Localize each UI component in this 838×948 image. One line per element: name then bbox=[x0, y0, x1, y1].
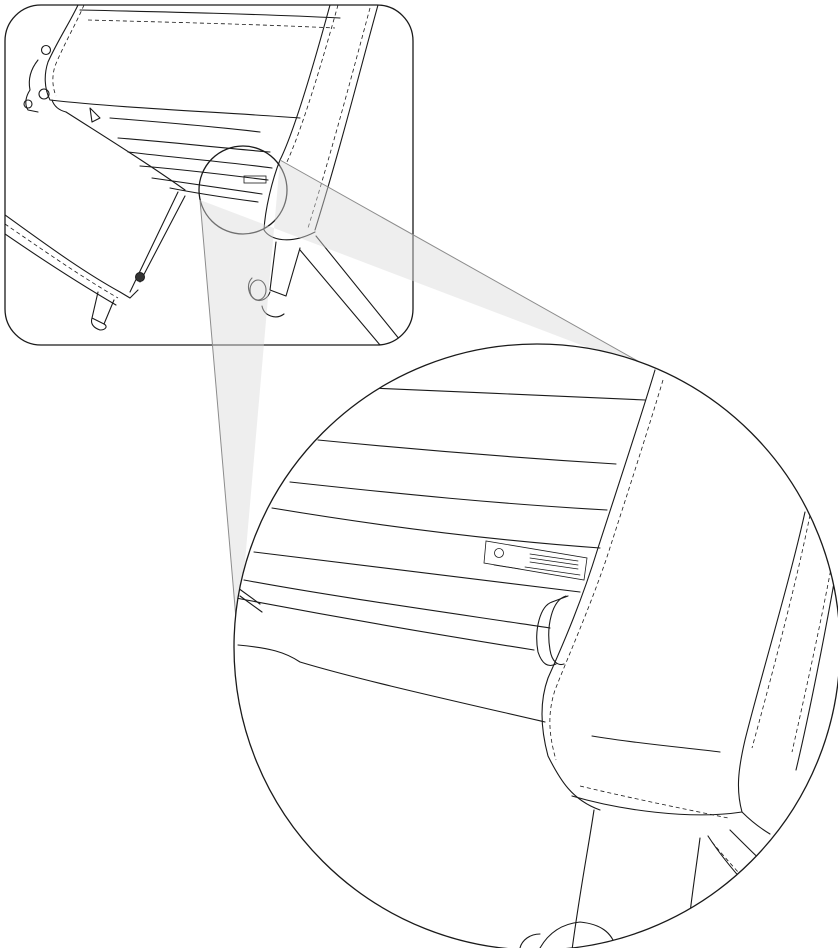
armrest-upright-magnified bbox=[541, 369, 838, 835]
knob-magnified bbox=[539, 921, 617, 948]
armrest-upright bbox=[279, 5, 331, 161]
seat-cushion-front bbox=[44, 5, 301, 119]
pivot-boss bbox=[536, 595, 569, 667]
side-hinge bbox=[25, 59, 39, 113]
slat-2 bbox=[317, 439, 617, 465]
inset-label-plate bbox=[243, 175, 267, 184]
slat-3 bbox=[289, 481, 608, 511]
magnified-detail bbox=[233, 343, 838, 948]
inset-frame bbox=[4, 4, 414, 346]
inset-drawing bbox=[5, 5, 401, 345]
seat-lower-edge bbox=[237, 644, 546, 723]
slat-5 bbox=[253, 551, 581, 593]
slat-1 bbox=[371, 387, 646, 401]
magnified-circle bbox=[233, 343, 838, 948]
armrest-crease bbox=[591, 735, 721, 753]
foot-pad bbox=[91, 291, 115, 325]
slat-6 bbox=[243, 579, 551, 629]
lower-bracket bbox=[269, 241, 301, 297]
slat-4 bbox=[271, 507, 601, 549]
cone-edge-right bbox=[279, 159, 669, 379]
label-logo-icon bbox=[494, 548, 504, 558]
overview-inset bbox=[4, 4, 414, 346]
detail-callout-circle bbox=[198, 145, 288, 235]
product-label bbox=[483, 540, 588, 581]
magnifier-cone bbox=[199, 159, 669, 643]
cone-edge-left bbox=[199, 199, 239, 643]
front-leg bbox=[139, 195, 186, 283]
screw-head bbox=[135, 272, 145, 282]
seat-front-edge bbox=[5, 214, 139, 299]
